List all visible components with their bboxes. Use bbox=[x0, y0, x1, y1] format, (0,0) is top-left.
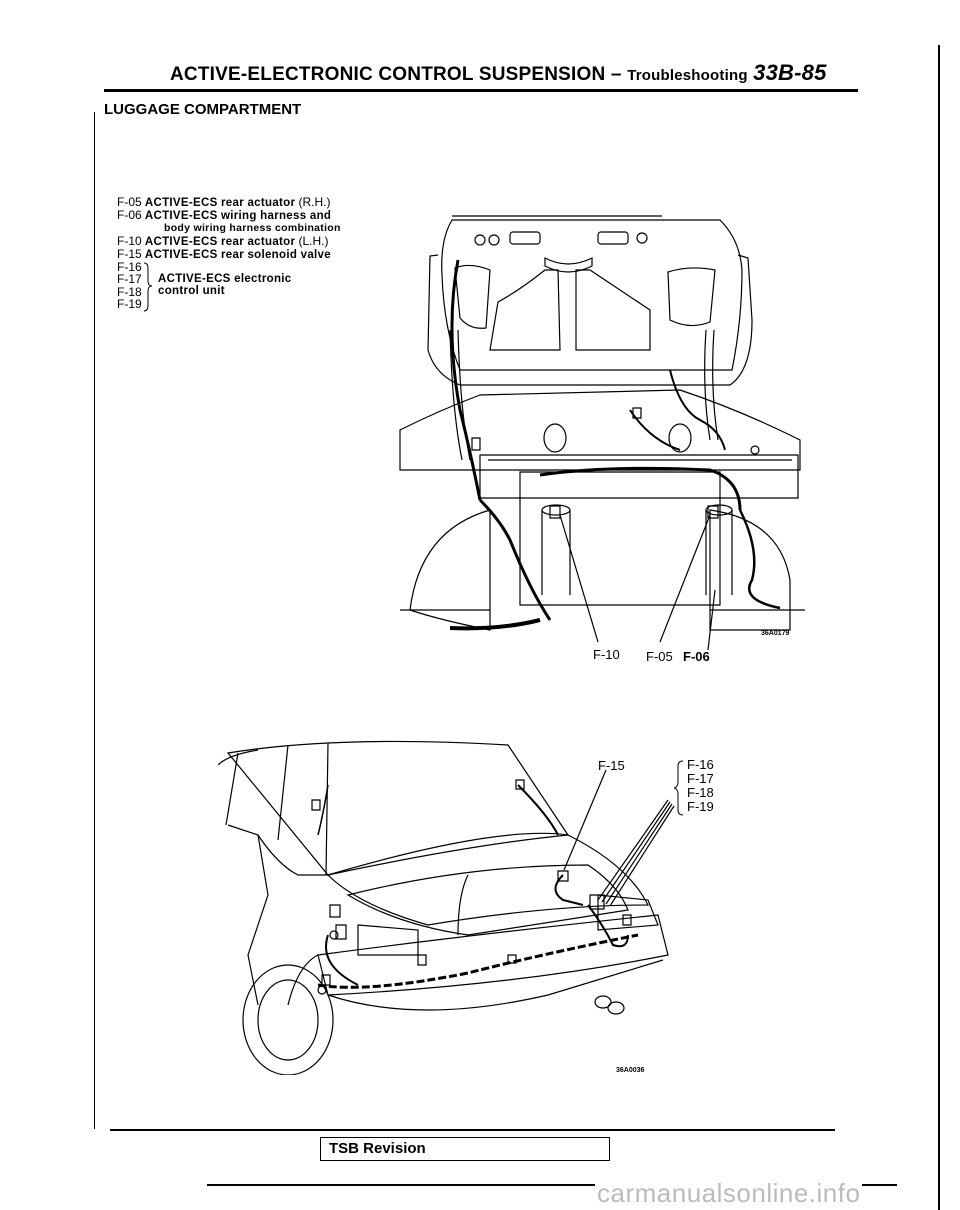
legend-ecu-code-4: F-19 bbox=[117, 297, 142, 312]
legend-f06-desc-2: body wiring harness combination bbox=[164, 222, 341, 235]
callout-f17: F-17 bbox=[687, 771, 714, 786]
legend-ecu-desc-2: control unit bbox=[158, 285, 225, 298]
left-harness bbox=[452, 260, 550, 620]
trunk-open-figure bbox=[380, 210, 820, 650]
trunk-floor bbox=[480, 455, 798, 498]
legend-f10-code: F-10 bbox=[117, 233, 142, 248]
lid-opening-3 bbox=[576, 270, 650, 350]
legend-f15-desc: ACTIVE-ECS rear solenoid valve bbox=[144, 248, 331, 261]
callout-f19: F-19 bbox=[687, 799, 714, 814]
leader-f05 bbox=[660, 515, 710, 642]
rear-wheel bbox=[243, 965, 333, 1075]
rear-bumper bbox=[318, 915, 668, 995]
left-wheel-arch bbox=[410, 510, 490, 630]
leader-f10 bbox=[560, 515, 598, 642]
header-title: ACTIVE-ELECTRONIC CONTROL SUSPENSION – T… bbox=[170, 60, 827, 86]
legend-f10: F-10 ACTIVE-ECS rear actuator (L.H.) bbox=[117, 235, 367, 248]
trunk-back-panel bbox=[520, 472, 720, 605]
callout-f15: F-15 bbox=[598, 758, 625, 773]
footer-bottom-rule bbox=[207, 1184, 897, 1186]
callout-f05: F-05 bbox=[646, 649, 673, 664]
right-margin-rule bbox=[938, 45, 940, 1210]
vehicle-rear-figure bbox=[218, 725, 678, 1075]
legend-f06: F-06 ACTIVE-ECS wiring harness and bbox=[117, 209, 367, 222]
callout-f18: F-18 bbox=[687, 785, 714, 800]
header-rule bbox=[104, 89, 858, 92]
legend-f15: F-15 ACTIVE-ECS rear solenoid valve bbox=[117, 248, 367, 261]
callout-f06: F-06 bbox=[683, 649, 710, 664]
lid-opening-2 bbox=[490, 270, 560, 350]
legend-f05-desc: ACTIVE-ECS rear actuator bbox=[144, 197, 296, 209]
header-subtitle: Troubleshooting bbox=[627, 67, 748, 84]
legend-ecu-code-3: F-18 bbox=[117, 284, 142, 299]
legend-f06-desc-1: ACTIVE-ECS wiring harness and bbox=[144, 210, 332, 223]
leader-f15 bbox=[564, 770, 606, 870]
left-margin-rule bbox=[94, 112, 96, 1129]
legend-f06-code: F-06 bbox=[117, 208, 142, 223]
leader-ecu-1 bbox=[598, 800, 668, 900]
lid-opening-1 bbox=[455, 265, 490, 328]
rear-harness bbox=[318, 935, 638, 987]
bottom-figure-id: 36A0036 bbox=[616, 1067, 645, 1074]
cross-harness bbox=[540, 468, 740, 510]
leader-f06 bbox=[708, 590, 715, 650]
legend-f06-line2: body wiring harness combination bbox=[117, 222, 367, 234]
tsb-revision-label: TSB Revision bbox=[329, 1140, 426, 1157]
legend-f05-side: (R.H.) bbox=[298, 195, 331, 209]
tsb-revision-box: TSB Revision bbox=[320, 1137, 610, 1161]
right-wheel-arch bbox=[710, 510, 790, 630]
lid-opening-4 bbox=[668, 268, 715, 326]
trunk-lid-outline bbox=[442, 220, 742, 370]
callout-f10: F-10 bbox=[593, 647, 620, 662]
legend-ecu-desc-1: ACTIVE-ECS electronic bbox=[158, 273, 292, 286]
callout-ecu-brace bbox=[674, 760, 684, 816]
legend-ecu-code-2: F-17 bbox=[117, 272, 142, 287]
legend-ecu-group: F-16 F-17 F-18 F-19 ACTIVE-ECS electroni… bbox=[117, 261, 367, 311]
legend-f15-code: F-15 bbox=[117, 246, 142, 261]
page-code: 33B-85 bbox=[753, 60, 827, 85]
trunk-lid bbox=[328, 835, 648, 925]
top-figure-id: 36A0179 bbox=[761, 630, 790, 637]
legend-f10-side: (L.H.) bbox=[298, 233, 329, 248]
legend-f05: F-05 ACTIVE-ECS rear actuator (R.H.) bbox=[117, 196, 367, 209]
rear-window bbox=[228, 741, 568, 875]
legend-ecu-brace bbox=[143, 262, 153, 312]
legend-f05-code: F-05 bbox=[117, 195, 142, 209]
footer-rule bbox=[110, 1129, 835, 1131]
section-title: LUGGAGE COMPARTMENT bbox=[104, 101, 302, 118]
legend-ecu-code-1: F-16 bbox=[117, 260, 142, 275]
callout-f16: F-16 bbox=[687, 757, 714, 772]
header-dash: – bbox=[610, 64, 622, 85]
legend-f10-desc: ACTIVE-ECS rear actuator bbox=[144, 235, 296, 248]
watermark: carmanualsonline.info bbox=[595, 1178, 863, 1209]
connector-legend: F-05 ACTIVE-ECS rear actuator (R.H.) F-0… bbox=[117, 196, 367, 311]
callout-ecu-group: F-16 F-17 F-18 F-19 bbox=[687, 758, 714, 814]
header-title-text: ACTIVE-ELECTRONIC CONTROL SUSPENSION bbox=[170, 64, 606, 85]
